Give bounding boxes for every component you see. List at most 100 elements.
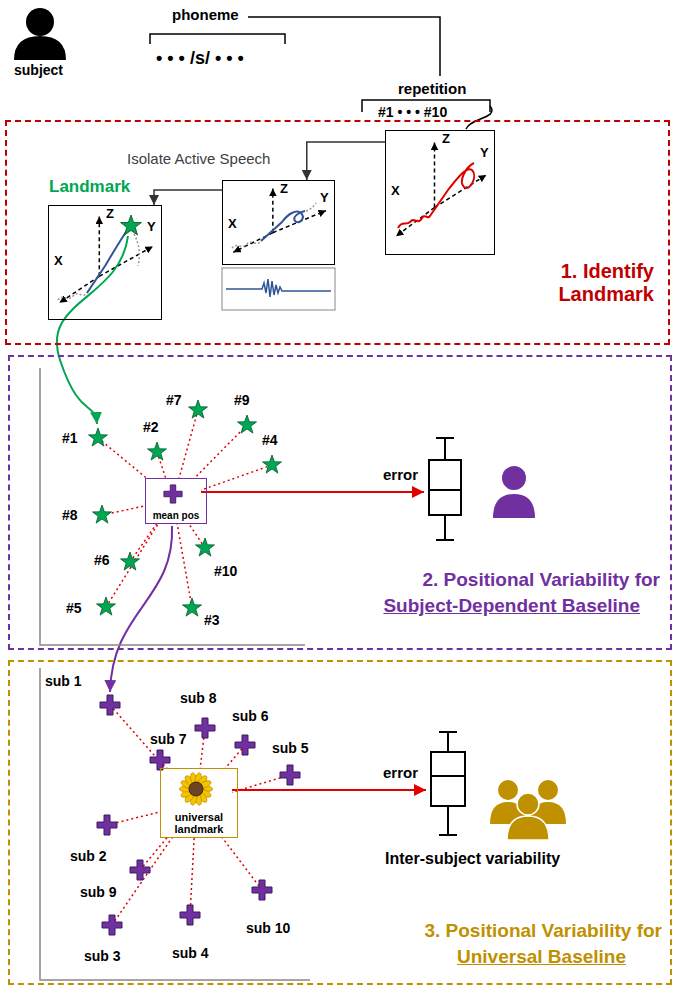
mean-arrow (110, 526, 172, 692)
axis-label: X (391, 184, 400, 199)
phoneme-sequence: • • • /s/ • • • (156, 48, 244, 69)
panel-heading: 2. Positional Variability for (422, 569, 660, 591)
error-lines (98, 410, 290, 925)
raw-trajectory-plot: ZYX (385, 130, 495, 255)
repetition-star (189, 400, 208, 418)
subject-mean-cross (130, 860, 150, 880)
callout-number: #2 (143, 419, 159, 435)
box-label: universal landmark (161, 811, 237, 835)
subject-number: sub 2 (70, 848, 107, 864)
axis-label: Z (106, 207, 114, 222)
subject-number: sub 3 (84, 948, 121, 964)
universal-landmark-box: universal landmark (160, 768, 238, 838)
subject-mean-cross (280, 765, 300, 785)
sunflower-center (189, 782, 203, 796)
subject-mean-cross (180, 905, 200, 925)
repetition-star (196, 538, 215, 556)
person-body (507, 816, 549, 840)
subject-number: sub 10 (246, 920, 290, 936)
subject-mean-cross (252, 880, 272, 900)
flow-arrow (154, 190, 222, 205)
repetition-star (263, 455, 282, 473)
active-speech-plot: Z Y X (222, 180, 335, 265)
panel-heading: Subject-Dependent Baseline (383, 595, 640, 617)
axis-line (396, 208, 435, 237)
subject-mean-cross (102, 915, 122, 935)
stage-panel: 1. Identify LandmarkLandmarkZYXZYXZYX (5, 120, 670, 345)
phoneme-bracket (150, 34, 285, 44)
panel-heading: 3. Positional Variability for (424, 920, 662, 942)
callout-number: #8 (62, 507, 78, 523)
axis-line (435, 175, 487, 208)
subject-head (26, 8, 54, 36)
box (429, 460, 461, 515)
axis-line (272, 189, 274, 233)
median (429, 489, 461, 491)
subject-number: sub 1 (45, 673, 82, 689)
axis-label: Y (320, 191, 329, 206)
silent-trajectory (232, 241, 261, 248)
repetition-range: #1 • • • #10 (378, 104, 447, 120)
callout-number: #10 (214, 563, 237, 579)
mean-position-box: mean pos (145, 478, 207, 524)
axis-line (59, 276, 99, 302)
subject-number: sub 9 (80, 884, 117, 900)
subject-mean-cross (195, 718, 215, 738)
repetition-star (97, 597, 116, 615)
subject-number: sub 6 (232, 708, 269, 724)
markers (89, 215, 301, 935)
axis-label: X (228, 217, 237, 232)
box-plot (429, 438, 461, 540)
axis-label: X (54, 254, 63, 269)
box-label: mean pos (146, 510, 206, 522)
median (431, 775, 465, 777)
person-head (538, 780, 558, 800)
mean-cross (164, 485, 182, 503)
repetition-star (148, 442, 167, 460)
chart-axes (40, 668, 310, 980)
box (431, 752, 465, 806)
error-label: error (383, 764, 418, 781)
silent-trajectory (306, 203, 316, 211)
axis-label: Z (442, 132, 450, 147)
waveform-box (222, 268, 335, 310)
panel-heading: Universal Baseline (457, 946, 626, 968)
error-label: error (383, 466, 418, 483)
person-head (517, 793, 539, 815)
subject-number: sub 4 (172, 945, 209, 961)
edge-label: Isolate Active Speech (125, 150, 272, 167)
subject-mean-cross (235, 735, 255, 755)
stage-panel: 3. Positional Variability forUniversal B… (8, 660, 672, 985)
box-plot (431, 732, 465, 835)
person-head (498, 780, 518, 800)
subject-mean-cross (100, 695, 120, 715)
chart-axes (40, 368, 305, 645)
subject-number: sub 5 (272, 740, 309, 756)
error-line (110, 705, 196, 803)
raw-trajectory (398, 163, 474, 228)
variability-label: Inter-subject variability (385, 850, 560, 868)
repetition-label: repetition (398, 80, 466, 97)
subject-number: sub 7 (150, 731, 187, 747)
subject-body (14, 36, 66, 60)
landmark-arrow (57, 236, 128, 424)
axis-line (99, 217, 101, 277)
subject-mean-cross (97, 815, 117, 835)
phoneme-label: phoneme (172, 6, 239, 23)
callout-number: #9 (234, 392, 250, 408)
group-icon (490, 780, 566, 840)
axis-label: Z (280, 182, 288, 197)
repetition-leader (466, 106, 492, 129)
flow-arrow (307, 142, 385, 180)
callout-number: #6 (94, 552, 110, 568)
repetition-star (93, 505, 112, 523)
repetition-star (183, 598, 202, 616)
landmark-label: Landmark (49, 177, 130, 197)
callout-number: #3 (204, 612, 220, 628)
subject-mean-cross (150, 750, 170, 770)
landmark-plot: LandmarkZYX (48, 205, 162, 320)
axis-label: Y (147, 220, 156, 235)
